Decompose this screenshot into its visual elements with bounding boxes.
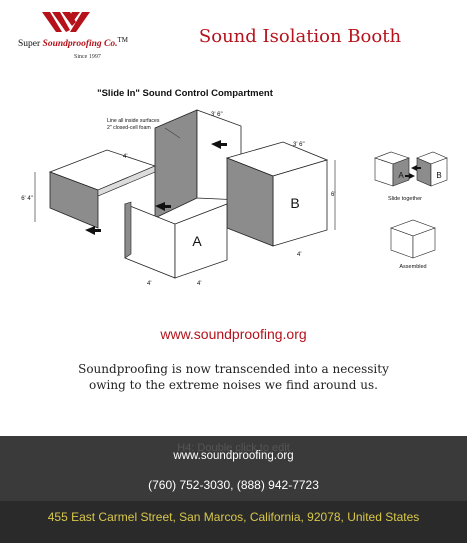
dim-6-4: 6' 4" bbox=[21, 196, 33, 202]
page-title: Sound Isolation Booth bbox=[198, 26, 402, 47]
logo-since: Since 1997 bbox=[74, 54, 101, 60]
logo-brand: Soundproofing Co. bbox=[42, 39, 118, 50]
footer-bottom: 455 East Carmel Street, San Marcos, Cali… bbox=[0, 501, 467, 543]
small-label-b: B bbox=[436, 171, 441, 180]
diagram-heading: "Slide In" Sound Control Compartment bbox=[97, 88, 274, 99]
dim-4-b: 4' bbox=[297, 252, 301, 258]
dim-4-a1: 4' bbox=[147, 281, 151, 287]
logo-tm: TM bbox=[117, 36, 129, 44]
assembled-illustration bbox=[390, 219, 436, 259]
footer-address: 455 East Carmel Street, San Marcos, Cali… bbox=[47, 510, 420, 524]
note-line1: Line all inside surfaces bbox=[107, 118, 160, 124]
dim-3-6-top: 3' 6" bbox=[211, 112, 223, 118]
arrow-right-icon bbox=[211, 140, 227, 149]
footer-top: H4: Double click to edit www.soundproofi… bbox=[0, 436, 467, 501]
arrow-slide-icon bbox=[155, 202, 171, 211]
logo-mark-icon bbox=[42, 12, 90, 32]
booth-diagram: "Slide In" Sound Control Compartment 6' … bbox=[21, 88, 448, 287]
label-a: A bbox=[192, 233, 202, 249]
editor-hint[interactable]: H4: Double click to edit bbox=[177, 442, 290, 454]
dim-3-6-right: 3' 6" bbox=[293, 142, 305, 148]
logo-wordmark: Super Soundproofing Co.TM bbox=[18, 36, 128, 49]
intro-text: Soundproofing is now transcended into a … bbox=[78, 362, 389, 392]
footer-phone: (760) 752-3030, (888) 942-7723 bbox=[148, 478, 319, 492]
note-leader bbox=[164, 127, 181, 139]
slide-together-illustration bbox=[374, 151, 448, 187]
dim-4-left: 4' bbox=[123, 154, 127, 160]
website-link[interactable]: www.soundproofing.org bbox=[160, 326, 307, 342]
note-line2: 2" closed-cell foam bbox=[107, 125, 151, 131]
dim-4-a2: 4' bbox=[197, 281, 201, 287]
caption-assembled: Assembled bbox=[399, 264, 426, 270]
footer-website-link[interactable]: www.soundproofing.org bbox=[173, 450, 294, 462]
panel-b bbox=[225, 141, 329, 247]
dim-6: 6' bbox=[331, 192, 335, 198]
company-logo[interactable]: Super Soundproofing Co.TM Since 1997 bbox=[18, 6, 148, 64]
label-b: B bbox=[290, 195, 299, 211]
arrow-left-icon bbox=[85, 226, 101, 235]
logo-prefix: Super bbox=[18, 39, 41, 50]
small-label-a: A bbox=[398, 171, 404, 180]
panel-a bbox=[124, 201, 228, 279]
caption-slide-together: Slide together bbox=[388, 196, 422, 202]
